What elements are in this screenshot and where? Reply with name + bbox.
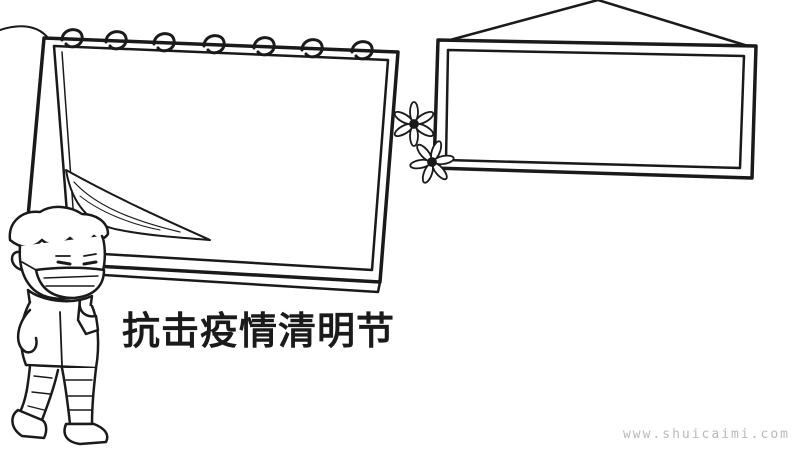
spiral-ring-icon — [152, 32, 176, 53]
flower-icon — [393, 101, 435, 147]
left-leg-folds — [27, 375, 53, 411]
frame-hanging-string — [448, 0, 750, 48]
spiral-ring-icon — [252, 36, 276, 57]
strap — [76, 298, 100, 336]
flower-icon — [409, 140, 455, 184]
frame-inner — [444, 48, 746, 170]
mask-folds — [43, 275, 99, 287]
spiral-notebook — [20, 28, 400, 294]
spiral-ring-icon — [60, 28, 84, 49]
spiral-ring-icon — [202, 34, 226, 55]
right-shoe — [63, 422, 109, 446]
face-mask — [34, 266, 106, 300]
boy-with-mask — [8, 205, 110, 446]
jacket-zipper — [59, 311, 63, 367]
left-eye — [56, 260, 72, 266]
ear — [10, 250, 24, 272]
right-eye — [82, 260, 98, 266]
page-curl-line-2 — [79, 195, 161, 231]
spiral-ring-icon — [350, 40, 374, 61]
left-shoe — [11, 408, 48, 440]
spiral-ring-icon — [104, 30, 128, 51]
frame-outer — [432, 38, 758, 180]
site-watermark: www.shuicaimi.com — [622, 427, 790, 442]
spiral-rings — [60, 28, 374, 61]
corner-stroke — [0, 25, 49, 39]
arm — [17, 308, 38, 354]
right-leg-folds — [65, 379, 93, 411]
page-curl-line — [73, 181, 181, 233]
spiral-ring-icon — [300, 38, 324, 59]
hanging-frame — [432, 0, 758, 180]
right-eyebrow — [83, 253, 97, 257]
page-title: 抗击疫情清明节 — [122, 309, 396, 353]
mask-strap — [21, 261, 37, 271]
